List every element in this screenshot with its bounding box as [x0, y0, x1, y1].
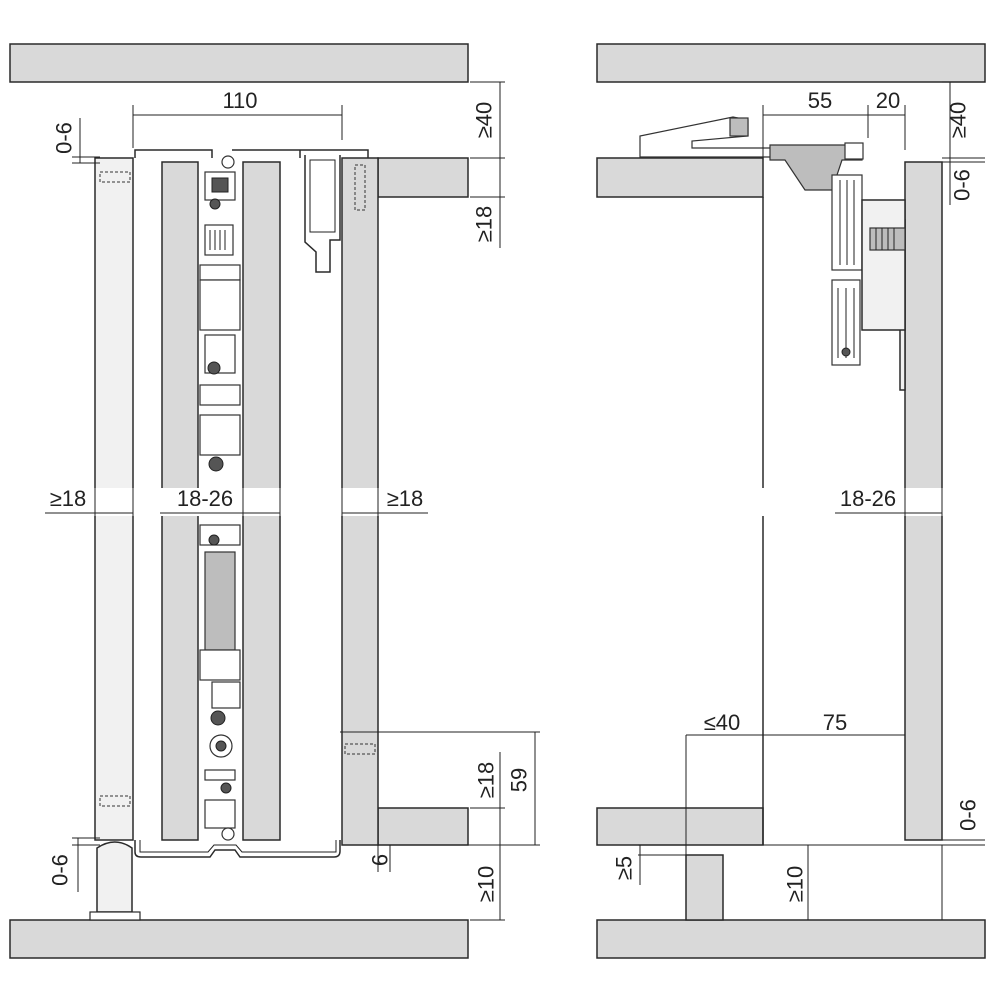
- central-mechanism: [199, 155, 241, 841]
- label-side-right: ≥18: [387, 486, 424, 511]
- left-bottom-board: [377, 807, 469, 846]
- screw-symbol-3: [99, 795, 131, 807]
- label-distance: 75: [823, 710, 847, 735]
- mech-plate-4: [199, 649, 241, 681]
- mech-detail-1: [211, 177, 229, 193]
- label-right-gap-top: 0-6: [950, 169, 975, 201]
- screw-symbol-4: [344, 743, 376, 755]
- mech-lower-lines: [837, 288, 855, 358]
- right-bottom-board: [596, 807, 764, 846]
- label-right-clearance-bottom: ≥10: [783, 866, 808, 903]
- left-ceiling: [9, 43, 469, 83]
- mech-rail-cap: [844, 142, 864, 160]
- left-foot: [96, 841, 133, 913]
- mech-lower-screw: [841, 347, 851, 357]
- mech-lever-cap: [729, 117, 749, 137]
- right-mechanism: [639, 116, 906, 366]
- label-offset: 6: [368, 854, 393, 866]
- mech-screw-4: [208, 534, 220, 546]
- mech-roller-bottom: [221, 827, 235, 841]
- mech-screw-6: [220, 782, 232, 794]
- label-board-bottom: ≥18: [474, 762, 499, 799]
- mech-clamp-2: [211, 681, 241, 709]
- mech-wheel-hub: [215, 740, 227, 752]
- label-right-clearance-top: ≥40: [946, 102, 971, 139]
- left-floor: [9, 919, 469, 959]
- label-clearance-top: ≥40: [472, 102, 497, 139]
- label-clearance-bottom: ≥10: [474, 866, 499, 903]
- label-door-thickness: 18-26: [177, 486, 233, 511]
- mech-block: [861, 199, 906, 331]
- mech-screw-2: [207, 361, 221, 375]
- label-depth-b: 20: [876, 88, 900, 113]
- mech-screw-5: [210, 710, 226, 726]
- label-right-gap-bottom: 0-6: [956, 799, 981, 831]
- mech-screw-3: [208, 456, 224, 472]
- right-dimension-lines: [638, 81, 985, 920]
- mech-plate-3: [199, 524, 241, 546]
- top-track-profile: [134, 149, 369, 158]
- mech-plate-5: [204, 769, 236, 781]
- label-foot-offset: ≥5: [612, 856, 637, 880]
- mech-body-1: [199, 279, 241, 331]
- mech-roller-top: [221, 155, 235, 169]
- mech-screw-1: [209, 198, 221, 210]
- mech-bracket-bottom: [204, 799, 236, 829]
- left-view: 110 0-6 ≥40 ≥18 ≥18 18-26 ≥18 ≥18 59 6 0…: [9, 43, 540, 959]
- mech-body-2: [199, 414, 241, 456]
- left-top-board: [377, 157, 469, 198]
- left-break-gap: [40, 488, 435, 516]
- label-gap-bottom: 0-6: [48, 854, 73, 886]
- bottom-guide-profile: [134, 840, 341, 858]
- mech-connector-thread: [875, 228, 895, 250]
- label-inset: ≤40: [704, 710, 741, 735]
- mech-damper: [204, 551, 236, 651]
- hanger-hook-profile: [304, 155, 341, 273]
- mech-plate-2: [199, 384, 241, 406]
- screw-symbol-2: [354, 164, 366, 211]
- mech-lever: [639, 116, 773, 158]
- right-break-gap: [755, 488, 950, 516]
- right-floor: [596, 919, 986, 959]
- mech-spring-block: [204, 224, 234, 256]
- right-top-board: [596, 157, 764, 198]
- label-height: 59: [507, 768, 532, 792]
- label-depth-a: 55: [808, 88, 832, 113]
- label-board-top: ≥18: [472, 206, 497, 243]
- mech-hanger-lines: [839, 180, 855, 265]
- right-foot: [685, 854, 724, 921]
- label-gap-top: 0-6: [52, 122, 77, 154]
- label-width-top: 110: [222, 88, 257, 113]
- right-view: 55 20 ≥40 0-6 18-26 ≤40 75 ≥5 ≥10 0-6: [596, 43, 986, 959]
- mech-plate-1: [199, 264, 241, 281]
- right-ceiling: [596, 43, 986, 83]
- mech-spring-lines: [209, 230, 226, 250]
- label-side-left: ≥18: [50, 486, 87, 511]
- label-right-door-thickness: 18-26: [840, 486, 896, 511]
- left-foot-base: [89, 911, 141, 921]
- bottom-guide-inner: [139, 840, 337, 853]
- hanger-inner: [309, 159, 336, 233]
- left-dimension-lines: [45, 81, 540, 921]
- screw-symbol-1: [99, 171, 131, 183]
